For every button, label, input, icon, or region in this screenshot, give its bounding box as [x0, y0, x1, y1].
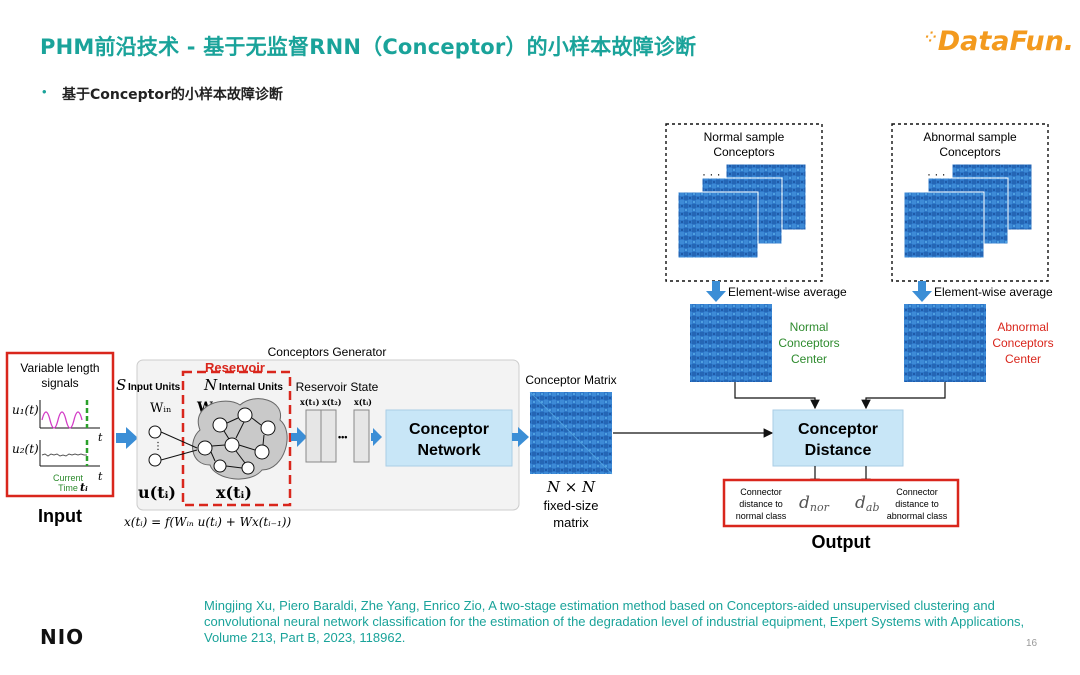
- w-in-label: Wᵢₙ: [150, 401, 172, 416]
- nio-logo: NIO: [40, 625, 85, 649]
- state-label-2: x(t₂): [322, 397, 342, 407]
- output-label: Output: [812, 532, 871, 552]
- input-units-dots: ⋮: [153, 441, 163, 452]
- input-label: Input: [38, 506, 82, 526]
- state-label-1: x(t₁): [300, 397, 320, 407]
- abnormal-center-line2: Conceptors: [992, 336, 1053, 350]
- state-arrow-icon: [371, 428, 382, 446]
- current-time-line2: Time: [58, 483, 78, 493]
- svg-text:dab: dab: [855, 493, 880, 514]
- abnormal-average-arrow-icon: [912, 281, 932, 302]
- state-ellipsis: •••: [338, 432, 347, 442]
- conceptor-matrix-label: Conceptor Matrix: [525, 373, 616, 387]
- input-units-label: Input Units: [128, 382, 181, 393]
- normal-samples-box: [665, 123, 823, 282]
- n-symbol: N: [203, 376, 218, 394]
- output-left-line3: normal class: [736, 511, 787, 521]
- normal-matrix-stack: [677, 163, 807, 259]
- x-ti-label: x(tᵢ): [216, 483, 252, 502]
- normal-average-arrow-icon: [706, 281, 726, 302]
- input-title-line1: Variable length: [20, 361, 99, 375]
- output-box: [722, 478, 960, 528]
- normal-samples-line2: Conceptors: [713, 145, 774, 159]
- reservoir-box: [181, 370, 292, 507]
- reservoir-label: Reservoir: [205, 360, 265, 375]
- output-left-line1: Connector: [740, 487, 782, 497]
- reservoir-nodes: [197, 407, 276, 475]
- fixed-size-line2: matrix: [553, 515, 589, 530]
- u1-label: u₁(t): [12, 403, 39, 417]
- reservoir-arrow-icon: [291, 427, 307, 447]
- network-arrow-icon: [512, 427, 529, 447]
- generator-label: Conceptors Generator: [268, 345, 387, 359]
- d-nor-symbol: d: [799, 493, 810, 513]
- input-title-line2: signals: [41, 376, 78, 390]
- ti-label: tᵢ: [80, 481, 88, 494]
- output-left-line2: distance to: [739, 499, 783, 509]
- normal-samples-line1: Normal sample: [704, 130, 785, 144]
- svg-text:dnor: dnor: [799, 493, 830, 514]
- normal-to-distance-line: [734, 382, 820, 410]
- d-ab-subscript: ab: [866, 501, 880, 514]
- logo-dots-icon: ⁘: [925, 30, 937, 46]
- t-label-1: t: [98, 431, 103, 444]
- conceptor-distance-box: [772, 409, 904, 467]
- current-time-line1: Current: [53, 473, 84, 483]
- abnormal-center-matrix: [904, 304, 986, 382]
- conceptor-network-box: [385, 409, 513, 467]
- normal-center-line2: Conceptors: [778, 336, 839, 350]
- abnormal-element-avg: Element-wise average: [934, 285, 1053, 299]
- fixed-size-line1: fixed-size: [544, 498, 599, 513]
- abnormal-matrix-stack: [903, 163, 1033, 259]
- abnormal-center-line3: Center: [1005, 352, 1041, 366]
- abnormal-samples-line1: Abnormal sample: [923, 130, 1017, 144]
- u2-label: u₂(t): [12, 442, 39, 456]
- u-ti-label: u(tᵢ): [138, 483, 176, 502]
- bullet-text: 基于Conceptor的小样本故障诊断: [62, 87, 283, 103]
- abnormal-to-distance-line: [861, 382, 946, 410]
- state-label-3: x(tᵢ): [354, 397, 372, 407]
- page-number: 16: [1026, 638, 1038, 649]
- d-ab-symbol: d: [855, 493, 866, 513]
- internal-units-label: Internal Units: [219, 382, 283, 393]
- reservoir-state-label: Reservoir State: [296, 380, 379, 394]
- equation: x(tᵢ) = f(Wᵢₙ u(tᵢ) + Wx(tᵢ₋₁)): [124, 515, 291, 529]
- citation-text: Mingjing Xu, Piero Baraldi, Zhe Yang, En…: [204, 598, 1025, 645]
- conceptor-network-line2: Network: [417, 442, 480, 459]
- nxn-label: N × N: [546, 478, 596, 496]
- output-right-line1: Connector: [896, 487, 938, 497]
- d-nor-subscript: nor: [810, 501, 830, 514]
- normal-element-avg: Element-wise average: [728, 285, 847, 299]
- input-edges: [160, 431, 198, 461]
- normal-center-line1: Normal: [790, 320, 829, 334]
- output-right-line3: abnormal class: [887, 511, 948, 521]
- datafun-logo: ⁘DataFun.: [925, 26, 1074, 57]
- distance-line2: Distance: [805, 442, 872, 459]
- normal-center-line3: Center: [791, 352, 827, 366]
- conceptor-network-line1: Conceptor: [409, 421, 489, 438]
- distance-line1: Conceptor: [798, 421, 878, 438]
- abnormal-samples-box: [891, 123, 1049, 282]
- s-symbol: S: [116, 376, 126, 394]
- state-bars: [305, 409, 370, 463]
- input-signals-box: Variable length signals u₁(t) t u₂(t) t …: [5, 351, 115, 498]
- logo-text: DataFun.: [937, 26, 1075, 57]
- t-label-2: t: [98, 470, 103, 483]
- abnormal-samples-line2: Conceptors: [939, 145, 1000, 159]
- abnormal-center-line1: Abnormal: [997, 320, 1048, 334]
- page-title: PHM前沿技术 - 基于无监督RNN（Conceptor）的小样本故障诊断: [40, 35, 697, 59]
- input-arrow-icon: [116, 427, 138, 449]
- bullet-dot-icon: •: [42, 84, 47, 99]
- reservoir-edges: [210, 417, 265, 469]
- normal-center-matrix: [690, 304, 772, 382]
- output-right-line2: distance to: [895, 499, 939, 509]
